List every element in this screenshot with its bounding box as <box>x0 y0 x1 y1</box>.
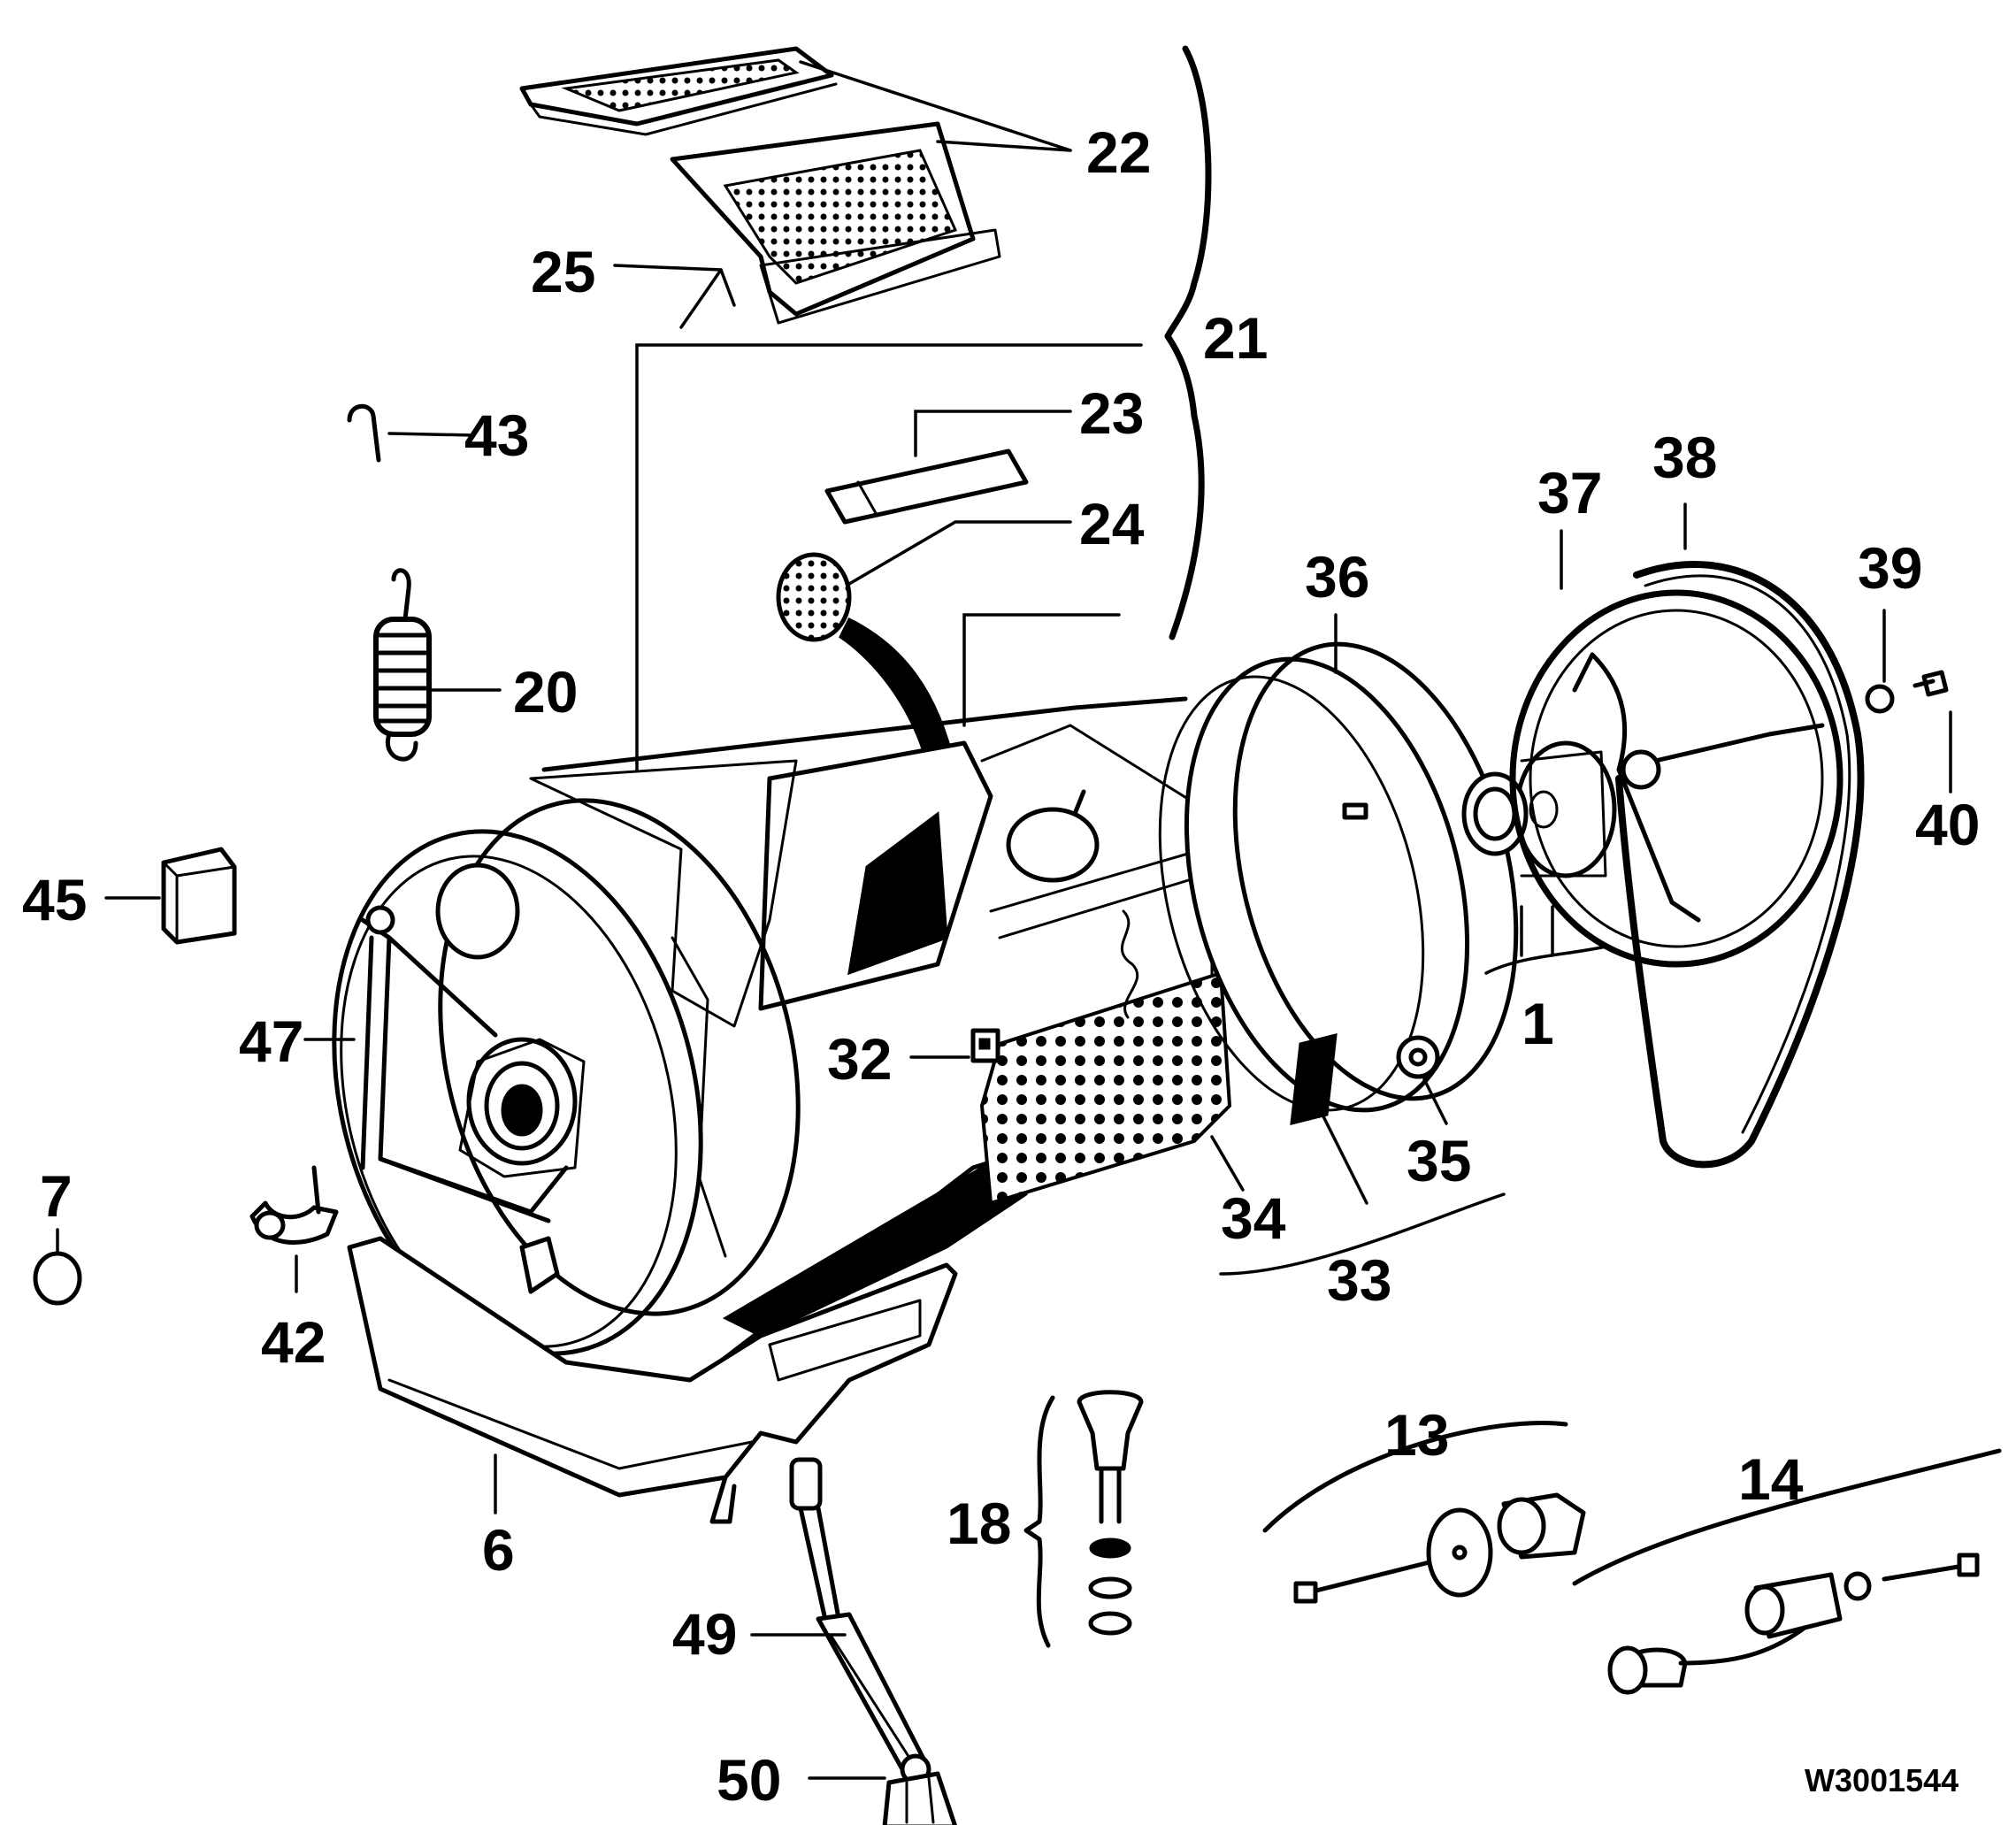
callout-20: 20 <box>513 659 578 725</box>
drawing-code: W3001544 <box>1805 1762 1959 1798</box>
part-1-bearing-hub <box>1461 740 1617 878</box>
part-20-spring <box>373 568 432 762</box>
callout-36: 36 <box>1305 544 1369 610</box>
callout-39: 39 <box>1858 535 1922 601</box>
callout-1: 1 <box>1522 991 1554 1056</box>
callout-47: 47 <box>239 1008 303 1074</box>
part-49-shock-absorber <box>789 1457 931 1785</box>
part-32-clip <box>970 1028 1000 1063</box>
part-39-washer <box>1865 684 1895 714</box>
callout-22: 22 <box>1086 119 1151 185</box>
callout-6: 6 <box>482 1517 515 1583</box>
callout-49: 49 <box>672 1601 737 1667</box>
part-38-drive-belt <box>1615 561 1865 1169</box>
part-40-bolt <box>1913 670 1949 697</box>
callout-38: 38 <box>1652 425 1717 490</box>
callout-23: 23 <box>1079 380 1144 446</box>
part-7-o-ring <box>33 1251 82 1306</box>
callout-25: 25 <box>531 239 595 304</box>
callout-7: 7 <box>40 1163 73 1229</box>
callout-33: 33 <box>1327 1247 1391 1313</box>
callout-43: 43 <box>464 403 529 468</box>
callout-45: 45 <box>22 867 87 932</box>
part-35-nut <box>1396 1035 1440 1079</box>
callout-35: 35 <box>1407 1128 1471 1193</box>
callout-labels: 22 25 21 43 23 24 20 36 37 38 39 40 45 4… <box>22 119 1980 1813</box>
callout-24: 24 <box>1079 491 1145 556</box>
callout-21: 21 <box>1203 305 1268 371</box>
callout-32: 32 <box>827 1026 892 1092</box>
callout-42: 42 <box>261 1309 326 1375</box>
part-50-bracket <box>882 1771 957 1825</box>
part-23-baffle <box>824 449 1029 525</box>
part-6-lower-housing <box>347 1236 958 1524</box>
callout-13: 13 <box>1384 1402 1449 1468</box>
callout-34: 34 <box>1221 1185 1286 1251</box>
callout-14: 14 <box>1738 1446 1804 1512</box>
part-18-foot <box>1023 1390 1144 1648</box>
part-21-tub-assembly <box>332 696 1232 1374</box>
part-14-mount-set <box>1572 1448 2002 1695</box>
part-42-clamp <box>249 1165 339 1245</box>
callout-37: 37 <box>1537 460 1602 525</box>
part-37-pulley <box>1509 589 1844 968</box>
callout-50: 50 <box>717 1747 781 1813</box>
leader-lines <box>56 60 1952 1780</box>
part-45-block <box>161 847 237 945</box>
part-43-hook <box>347 403 381 463</box>
part-22-top-cover-lower <box>670 121 1001 325</box>
bracket-21 <box>1164 45 1212 640</box>
part-13-mount-set <box>1262 1421 1586 1604</box>
callout-40: 40 <box>1915 792 1980 857</box>
part-22-top-cover-upper <box>519 46 838 136</box>
callout-18: 18 <box>947 1491 1011 1556</box>
